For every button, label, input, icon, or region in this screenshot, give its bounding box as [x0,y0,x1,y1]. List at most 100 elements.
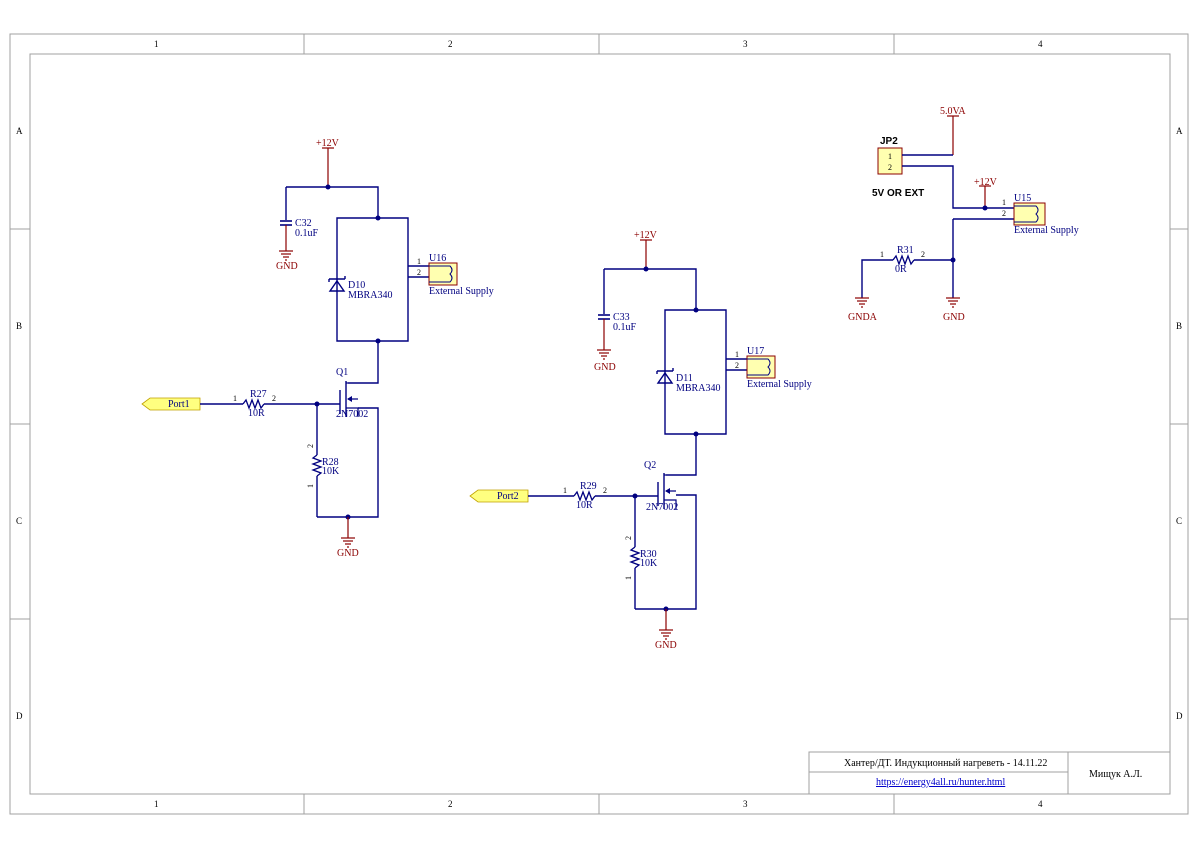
gnda-symbol: GNDA [848,297,878,323]
jp2-pin2: 2 [888,163,892,172]
r27-value: 10R [248,408,265,419]
r29-value: 10R [576,500,593,511]
d10-ref: D10 [348,280,365,291]
q2-ref: Q2 [644,460,656,471]
r28-ref: R28 [322,457,339,468]
circuit-3: 5.0VA JP2 1 2 5V OR EXT +12V 1 2 U15 Ext… [848,106,1079,323]
connector-u15: 1 2 U15 External Supply [1002,193,1079,236]
gnd-c32-label: GND [276,261,298,272]
r31-value: 0R [895,264,907,275]
mosfet-q2: Q2 2N7002 [644,460,678,513]
jumper-jp2: JP2 1 2 5V OR EXT [872,136,924,199]
sheet-frame: 1 2 3 4 1 2 3 4 A B C D A B C D [9,33,1189,815]
gnd-c33-label: GND [594,362,616,373]
diode-d10: D10 MBRA340 [328,276,392,301]
q1-value: 2N7002 [336,409,368,420]
circuit-2: +12V C33 0.1uF GND D11 MBRA340 [469,230,812,651]
u16-pin1: 1 [417,257,421,266]
r31-pin1: 1 [880,250,884,259]
r29-pin2: 2 [603,486,607,495]
r27-pin1: 1 [233,394,237,403]
author-text: Мищук А.Л. [1089,769,1142,780]
u15-pin1: 1 [1002,198,1006,207]
col-label-bottom-4: 4 [1038,799,1043,809]
row-label-right-a: A [1176,126,1183,136]
power-5v-label: 5.0VA [940,106,966,117]
r30-ref: R30 [640,549,657,560]
power-5v: 5.0VA [940,106,966,155]
u17-pin1: 1 [735,350,739,359]
c33-ref: C33 [613,312,630,323]
power-12v-3-label: +12V [974,177,998,188]
gnd-q2-label: GND [655,640,677,651]
r28-pin2: 2 [306,444,315,448]
col-label-top-2: 2 [448,39,453,49]
row-label-right-d: D [1176,711,1183,721]
gnd-u15: GND [943,297,965,323]
title-text: Хантер/ДТ. Индукционный нагреветь - 14.1… [844,758,1047,769]
jp2-ref: JP2 [880,136,898,147]
resistor-r27: 1 2 R27 10R [233,389,276,419]
connector-u17: 1 2 U17 External Supply [735,346,812,390]
r30-value: 10K [640,558,658,569]
q2-value: 2N7002 [646,502,678,513]
q1-ref: Q1 [336,367,348,378]
r28-pin1: 1 [306,484,315,488]
resistor-r31: 1 2 R31 0R [880,245,925,275]
col-label-bottom-1: 1 [154,799,159,809]
r29-pin1: 1 [563,486,567,495]
connector-u16: 1 2 U16 External Supply [417,253,494,297]
port2[interactable]: Port2 [469,489,529,503]
r27-ref: R27 [250,389,267,400]
col-label-top-3: 3 [743,39,748,49]
row-label-left-b: B [16,321,22,331]
d11-value: MBRA340 [676,383,720,394]
power-12v-2-label: +12V [634,230,658,241]
power-12v-3: +12V [974,177,998,208]
gnd-q1-label: GND [337,548,359,559]
c32-value: 0.1uF [295,228,319,239]
r31-pin2: 2 [921,250,925,259]
d10-value: MBRA340 [348,290,392,301]
u15-pin2: 2 [1002,209,1006,218]
jp2-pin1: 1 [888,152,892,161]
port2-label: Port2 [497,491,519,502]
port1[interactable]: Port1 [141,397,201,411]
u16-pin2: 2 [417,268,421,277]
c32-ref: C32 [295,218,312,229]
title-block: Хантер/ДТ. Индукционный нагреветь - 14.1… [808,751,1171,795]
u16-ref: U16 [429,253,446,264]
col-label-bottom-2: 2 [448,799,453,809]
mosfet-q1: Q1 2N7002 [336,367,368,420]
d11-ref: D11 [676,373,693,384]
resistor-r28: 2 1 R28 10K [306,444,340,488]
gnd-c33: GND [594,349,616,373]
u15-ref: U15 [1014,193,1031,204]
r29-ref: R29 [580,481,597,492]
circuit-1: +12V C32 0.1uF GND D10 MBRA340 [141,138,494,559]
u17-ref: U17 [747,346,764,357]
row-label-left-a: A [16,126,23,136]
u15-value: External Supply [1014,225,1079,236]
gnd-q1: GND [337,537,359,559]
row-label-right-b: B [1176,321,1182,331]
title-link[interactable]: https://energy4all.ru/hunter.html [876,777,1005,788]
c33-value: 0.1uF [613,322,637,333]
port1-label: Port1 [168,399,190,410]
resistor-r29: 1 2 R29 10R [563,481,607,511]
row-label-right-c: C [1176,516,1182,526]
col-label-top-1: 1 [154,39,159,49]
gnd-c32: GND [276,250,298,272]
power-12v-1-label: +12V [316,138,340,149]
row-label-left-c: C [16,516,22,526]
row-label-left-d: D [16,711,23,721]
r27-pin2: 2 [272,394,276,403]
u17-value: External Supply [747,379,812,390]
jp2-value: 5V OR EXT [872,188,924,199]
u16-value: External Supply [429,286,494,297]
col-label-top-4: 4 [1038,39,1043,49]
diode-d11: D11 MBRA340 [656,368,720,394]
power-12v-2: +12V [634,230,658,269]
r30-pin2: 2 [624,536,633,540]
